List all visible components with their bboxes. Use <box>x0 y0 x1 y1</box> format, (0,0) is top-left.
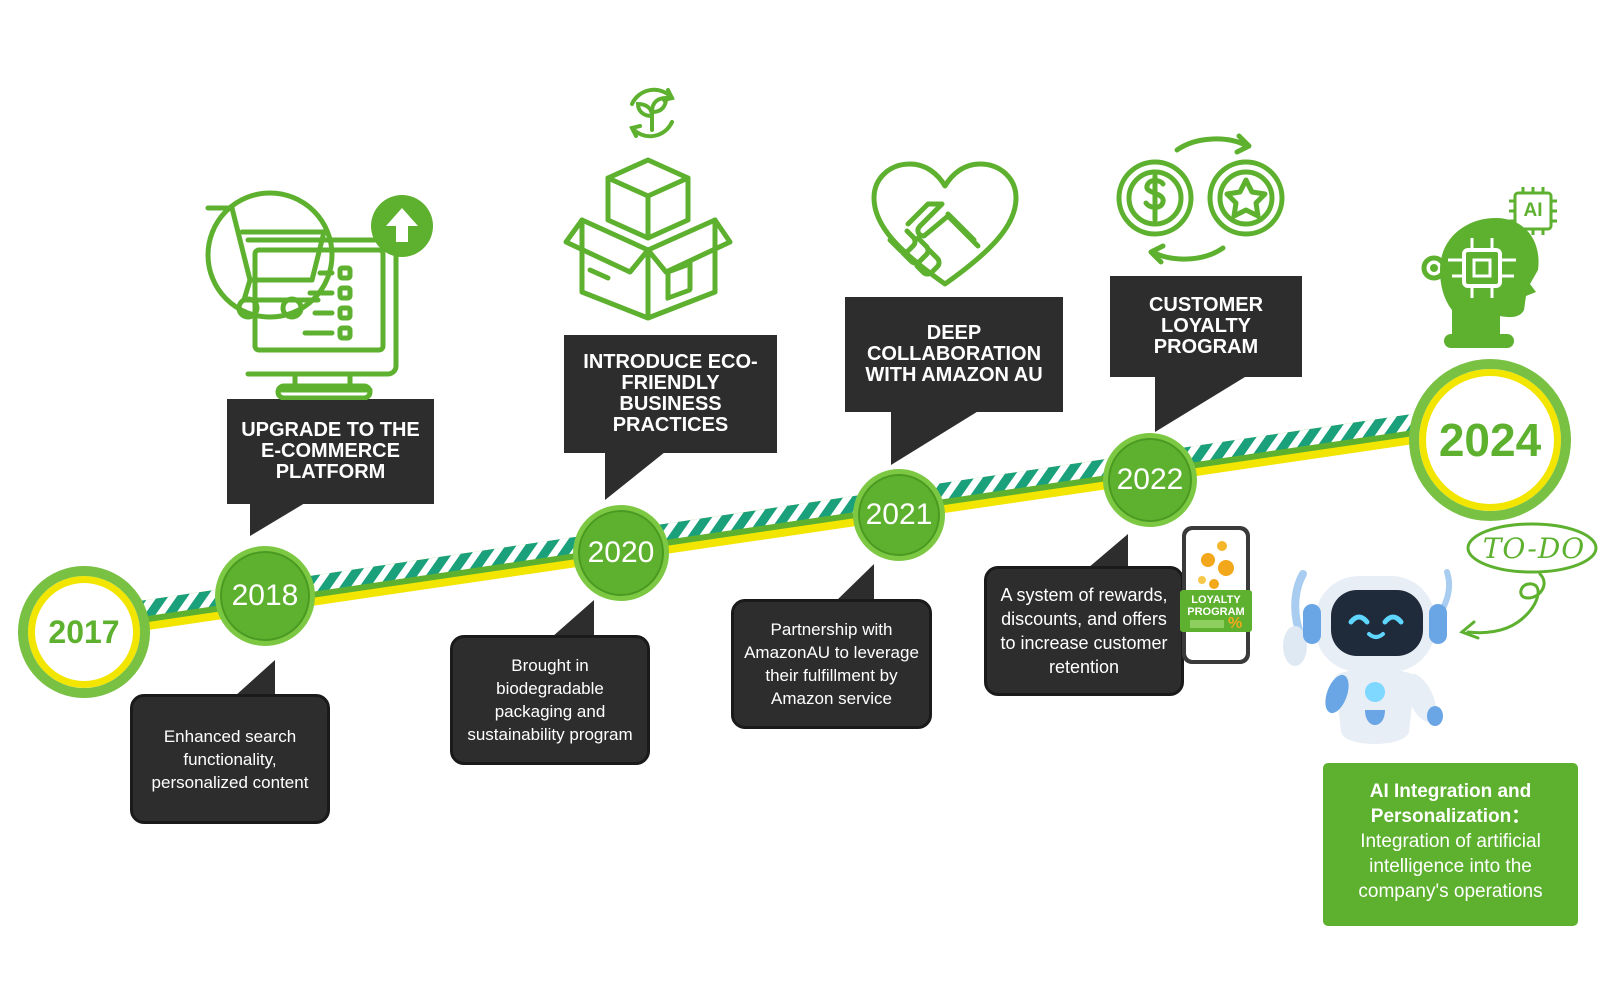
recycle-leaf-icon <box>629 87 675 139</box>
ai-integration-box: AI Integration and Personalization： Inte… <box>1323 763 1578 926</box>
heart-handshake-icon <box>871 161 1019 287</box>
tail-desc-2018 <box>235 660 275 696</box>
ai-integration-heading: AI Integration and Personalization： <box>1369 781 1532 827</box>
todo-arrow-icon <box>1459 522 1598 640</box>
robot-illustration <box>1283 569 1452 744</box>
tail-title-2022 <box>1155 377 1245 432</box>
tail-title-2020 <box>605 452 665 500</box>
tail-desc-2020 <box>552 600 594 637</box>
rope-stripe-layer <box>118 413 1422 620</box>
desc-2018: Enhanced search functionality, personali… <box>130 694 330 824</box>
desc-2020: Brought in biodegradable packaging and s… <box>450 635 650 765</box>
upload-arrow-icon <box>371 195 433 257</box>
year-marker-2018: 2018 <box>215 546 315 646</box>
title-2021: DEEP COLLABORATION WITH AMAZON AU <box>845 297 1063 412</box>
tail-title-2021 <box>891 410 980 465</box>
ai-chip-icon <box>1509 187 1557 235</box>
tail-desc-2022 <box>1088 534 1128 568</box>
ai-integration-text: Integration of artificial intelligence i… <box>1358 831 1543 902</box>
desc-2021: Partnership with AmazonAU to leverage th… <box>731 599 932 729</box>
loyalty-label-line2: PROGRAM <box>1187 606 1245 618</box>
ecommerce-cart-monitor-icon <box>205 190 399 400</box>
desc-2022: A system of rewards, discounts, and offe… <box>984 566 1184 696</box>
reward-exchange-icon <box>1116 133 1285 265</box>
eco-package-box-icon <box>563 157 733 321</box>
year-marker-2022: 2022 <box>1103 433 1197 527</box>
ai-chip-label: AI <box>1523 200 1543 221</box>
year-marker-2024: 2024 <box>1409 359 1571 521</box>
title-2022: CUSTOMER LOYALTY PROGRAM <box>1110 276 1302 377</box>
year-marker-2020: 2020 <box>573 505 669 601</box>
year-marker-2021: 2021 <box>853 469 945 561</box>
year-marker-2017: 2017 <box>18 566 150 698</box>
loyalty-percent: % <box>1228 615 1243 632</box>
title-2018: UPGRADE TO THE E-COMMERCE PLATFORM <box>227 399 434 504</box>
loyalty-phone-icon <box>1180 526 1252 664</box>
tail-title-2018 <box>250 500 310 536</box>
tail-desc-2021 <box>835 564 874 602</box>
loyalty-label-line1: LOYALTY <box>1191 594 1241 606</box>
title-2020: INTRODUCE ECO-FRIENDLY BUSINESS PRACTICE… <box>564 335 777 453</box>
todo-label: TO-DO <box>1482 532 1586 565</box>
ai-head-icon <box>1421 218 1539 348</box>
